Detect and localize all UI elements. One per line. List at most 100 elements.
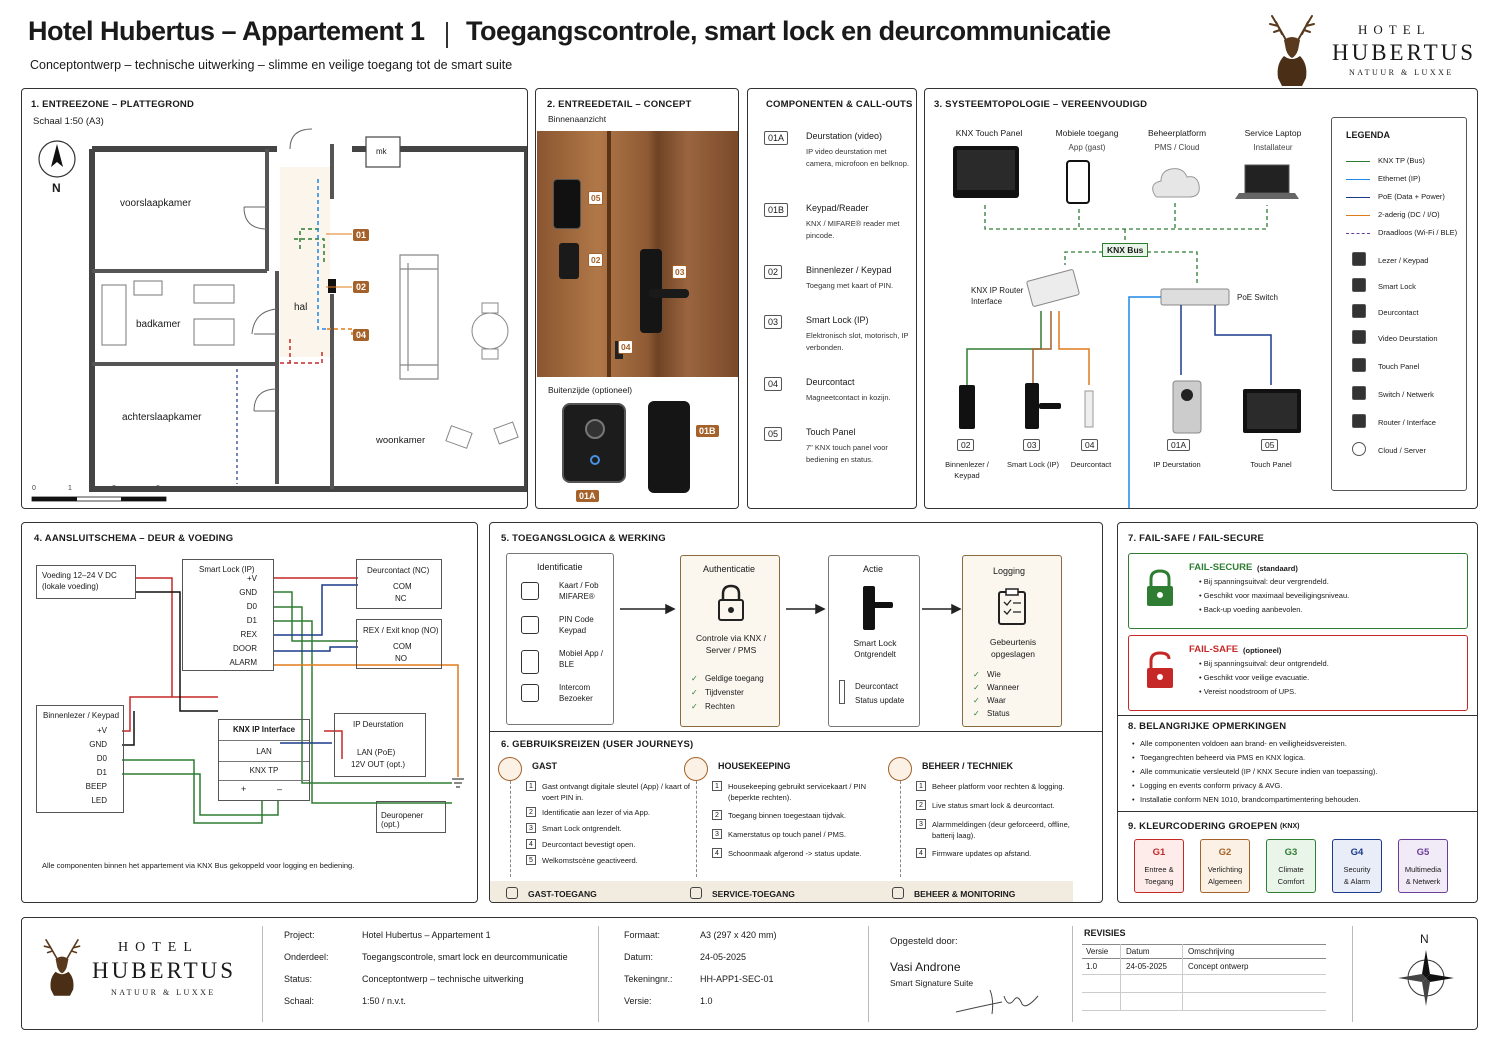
marker-05: 05 <box>588 191 604 205</box>
outside-view-label: Buitenzijde (optioneel) <box>548 385 633 395</box>
contact-pin-nc: NC <box>395 594 407 603</box>
tb-value: A3 (297 x 420 mm) <box>700 930 777 940</box>
rex-wiring-box: REX / Exit knop (NO) COM NO <box>356 619 442 669</box>
rev-header: Versie <box>1086 947 1109 956</box>
marker-01a: 01A <box>576 490 599 502</box>
journey-step: Beheer platform voor rechten & logging. <box>932 782 1065 791</box>
group-id: G5 <box>1416 847 1430 858</box>
marker-01b: 01B <box>696 425 719 437</box>
page-title: Hotel Hubertus – Appartement 1 <box>28 16 425 46</box>
journey-step-number: 1 <box>916 781 926 791</box>
marker-01: 01 <box>353 229 370 241</box>
marker-02: 02 <box>353 281 370 293</box>
marker-02-detail: 02 <box>588 253 604 267</box>
ip-lan-port: LAN (PoE) <box>357 748 396 757</box>
journey-step: Welkomstscène geactiveerd. <box>542 856 638 865</box>
journey-title: GAST <box>532 761 558 771</box>
components-title: COMPONENTEN & CALL-OUTS <box>766 99 913 110</box>
journeys-title: 6. GEBRUIKSREIZEN (USER JOURNEYS) <box>501 739 694 750</box>
component-desc: Toegang met kaart of PIN. <box>806 281 894 290</box>
tb-value: 1.0 <box>700 996 713 1006</box>
tb-value: Conceptontwerp – technische uitwerking <box>362 974 524 984</box>
reader-pin-gnd: GND <box>89 740 107 749</box>
rev-cell: Concept ontwerp <box>1188 962 1249 971</box>
north-label: N <box>52 181 61 195</box>
remark-bullet: • <box>1132 781 1135 790</box>
action-box: Actie Smart Lock Ontgrendelt Deurcontact… <box>828 555 920 727</box>
reader-pin-led: LED <box>91 796 107 805</box>
legend-icon-label: Switch / Netwerk <box>1378 390 1434 399</box>
topology-bottom-name: Binnenlezer / Keypad <box>945 460 989 480</box>
topology-diagram <box>953 146 1301 508</box>
rex-pin-no: NO <box>395 654 407 663</box>
scalebar-0: 0 <box>32 485 36 492</box>
remarks-title: 8. BELANGRIJKE OPMERKINGEN <box>1128 721 1287 732</box>
room-badkamer: badkamer <box>136 319 181 330</box>
fail-secure-item: • Back-up voeding aanbevolen. <box>1199 605 1303 614</box>
smart-lock-wiring-title: Smart Lock (IP) <box>199 565 255 574</box>
wiring-diagram <box>122 577 464 824</box>
contact-pin-com: COM <box>393 582 412 591</box>
rev-cell: 1.0 <box>1086 962 1098 971</box>
journey-step: Gast ontvangt digitale sleutel (App) / k… <box>542 782 690 802</box>
remark-bullet: • <box>1132 739 1135 748</box>
legend-line-swatch <box>1346 233 1370 234</box>
topology-bottom-id: 04 <box>1081 439 1099 451</box>
knx-bus-label: KNX Bus <box>1102 243 1149 257</box>
flow-arrows <box>620 603 962 615</box>
check-icon: ✓ <box>973 709 980 718</box>
intercom-icon <box>521 684 539 702</box>
log-check: Waar <box>987 696 1006 705</box>
floorplan-drawing <box>31 128 527 502</box>
remark-item: Toegangrechten beheerd via PMS en KNX lo… <box>1140 753 1306 762</box>
reader-pin-v: +V <box>96 726 107 735</box>
journey-step: Alarmmeldingen (deur geforceerd, offline… <box>932 820 1070 840</box>
journey-step-number: 1 <box>526 781 536 791</box>
tb-label: Formaat: <box>624 930 661 940</box>
tb-logo-line-3: NATUUR & LUXXE <box>111 988 216 997</box>
journey-footer: SERVICE-TOEGANG <box>712 889 795 899</box>
fail-secure-item: • Geschikt voor maximaal beveiligingsniv… <box>1199 591 1350 600</box>
journey-step: Housekeeping gebruikt servicekaart / PIN… <box>728 782 866 802</box>
smart-lock-icon <box>863 586 893 630</box>
remark-bullet: • <box>1132 795 1135 804</box>
action-dc-1: Deurcontact <box>855 682 899 691</box>
remark-item: Alle componenten voldoen aan brand- en v… <box>1140 739 1347 748</box>
journey-step-number: 3 <box>712 829 722 839</box>
switch-icon <box>1352 386 1366 400</box>
topology-bottom-name: Deurcontact <box>1070 460 1112 469</box>
marker-04-detail: 04 <box>618 340 634 354</box>
scalebar-3: 3m <box>156 485 166 492</box>
topology-top-name: Service Laptop <box>1244 128 1302 138</box>
rev-header: Datum <box>1126 947 1150 956</box>
topology-bottom-id: 03 <box>1023 439 1041 451</box>
legend-icon-label: Smart Lock <box>1378 282 1416 291</box>
group-label-1: Entree & <box>1144 865 1174 874</box>
component-desc: Magneetcontact in kozijn. <box>806 393 891 402</box>
journey-step: Deurcontact bevestigt open. <box>542 840 636 849</box>
tb-label: Status: <box>284 974 313 984</box>
touch-panel-icon <box>1352 358 1366 372</box>
journey-timeline <box>900 781 901 877</box>
component-desc: IP video deurstation met camera, microfo… <box>806 147 909 168</box>
logo-line-3: NATUUR & LUXXE <box>1349 68 1454 77</box>
topology-bottom-id: 05 <box>1261 439 1279 451</box>
scalebar-2: 2 <box>112 485 116 492</box>
wiring-title: 4. AANSLUITSCHEMA – DEUR & VOEDING <box>34 533 234 544</box>
journey-step: Live status smart lock & deurcontact. <box>932 801 1055 810</box>
management-icon <box>888 757 912 781</box>
power-supply-box: Voeding 12–24 V DC (lokale voeding) <box>36 565 136 599</box>
inside-view-label: Binnenaanzicht <box>548 114 607 124</box>
door-contact-wiring-title: Deurcontact (NC) <box>367 566 430 575</box>
fail-secure-heading: FAIL-SECURE <box>1189 562 1253 573</box>
rex-pin-com: COM <box>393 642 412 651</box>
tagline: Conceptontwerp – technische uitwerking –… <box>30 58 513 72</box>
hotel-logo: HOTEL HUBERTUS NATUUR & LUXXE <box>1262 12 1473 88</box>
journey-title: HOUSEKEEPING <box>718 761 791 771</box>
legend-icon-label: Lezer / Keypad <box>1378 256 1429 265</box>
journey-step-number: 5 <box>526 855 536 865</box>
card-icon <box>521 582 539 600</box>
touch-panel-device <box>553 179 581 229</box>
